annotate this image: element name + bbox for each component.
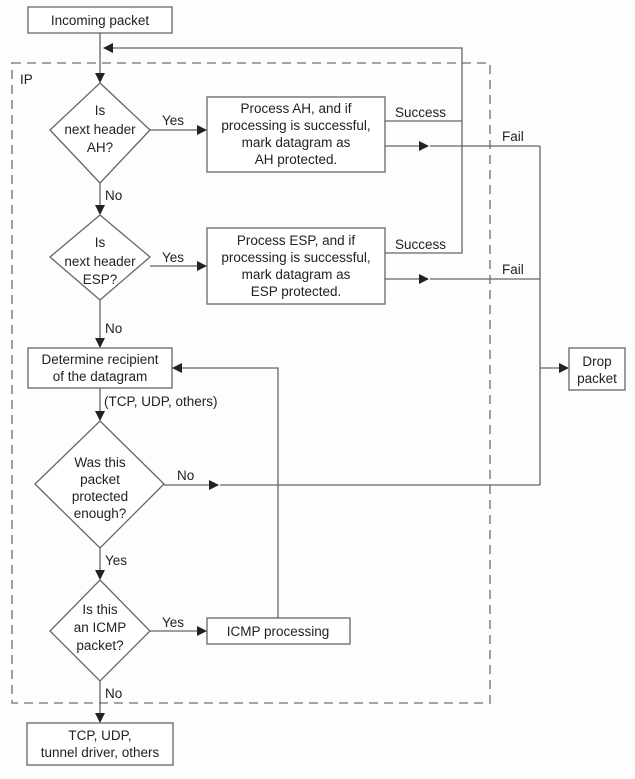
decision-protected-text: packet [80,472,120,487]
decision-esp-text: next header [64,254,136,269]
edge-esp-success-loop [385,121,463,254]
label-esp-yes: Yes [162,250,184,265]
label-esp-no: No [105,321,122,336]
decision-ah-text: Is [95,103,106,118]
drop-packet-text: Drop [582,354,611,369]
decision-protected-text: Was this [74,455,126,470]
label-protected-no: No [177,468,194,483]
icmp-processing-text: ICMP processing [227,624,330,639]
process-esp-box [206,227,386,305]
drop-packet-box [568,347,626,391]
determine-recipient-text: Determine recipient [41,352,158,367]
incoming-packet-box [27,6,173,34]
label-icmp-no: No [105,686,122,701]
determine-recipient-text: of the datagram [53,369,148,384]
process-esp-text: mark datagram as [242,267,351,282]
process-ah-text: Process AH, and if [240,101,351,116]
process-ah-box [206,96,386,173]
process-esp-text: Process ESP, and if [237,233,356,248]
label-ah-success: Success [395,105,446,120]
decision-ah-text: next header [64,122,136,137]
icmp-processing-box [206,617,351,645]
drop-packet-text: packet [577,371,617,386]
label-protected-yes: Yes [105,553,127,568]
process-esp-text: processing is successful, [221,250,370,265]
determine-recipient-box [27,347,173,389]
upper-layer-text: TCP, UDP, [68,728,131,743]
decision-esp-text: Is [95,235,106,250]
process-ah-text: AH protected. [255,152,338,167]
decision-esp-text: ESP? [83,272,118,287]
label-ah-fail: Fail [502,129,524,144]
process-ah-text: mark datagram as [242,135,351,150]
decision-protected-text: protected [72,489,128,504]
decision-icmp-text: an ICMP [74,620,127,635]
label-ah-no: No [105,188,122,203]
label-esp-fail: Fail [502,262,524,277]
upper-layer-protocols-box [26,722,174,766]
label-esp-success: Success [395,237,446,252]
incoming-packet-label: Incoming packet [51,13,150,28]
decision-icmp-text: packet? [76,638,123,653]
process-ah-text: processing is successful, [221,118,370,133]
decision-ah-text: AH? [87,140,113,155]
process-esp-text: ESP protected. [251,284,342,299]
ip-layer-boundary [11,62,491,704]
edge-ah-success-loop [103,43,463,121]
edge-icmp-return [172,363,279,618]
ip-layer-label: IP [20,72,33,87]
label-ah-yes: Yes [162,113,184,128]
label-recipient-types: (TCP, UDP, others) [104,394,218,409]
decision-icmp-text: Is this [82,602,118,617]
label-icmp-yes: Yes [162,615,184,630]
upper-layer-text: tunnel driver, others [41,745,160,760]
decision-protected-text: enough? [74,506,127,521]
